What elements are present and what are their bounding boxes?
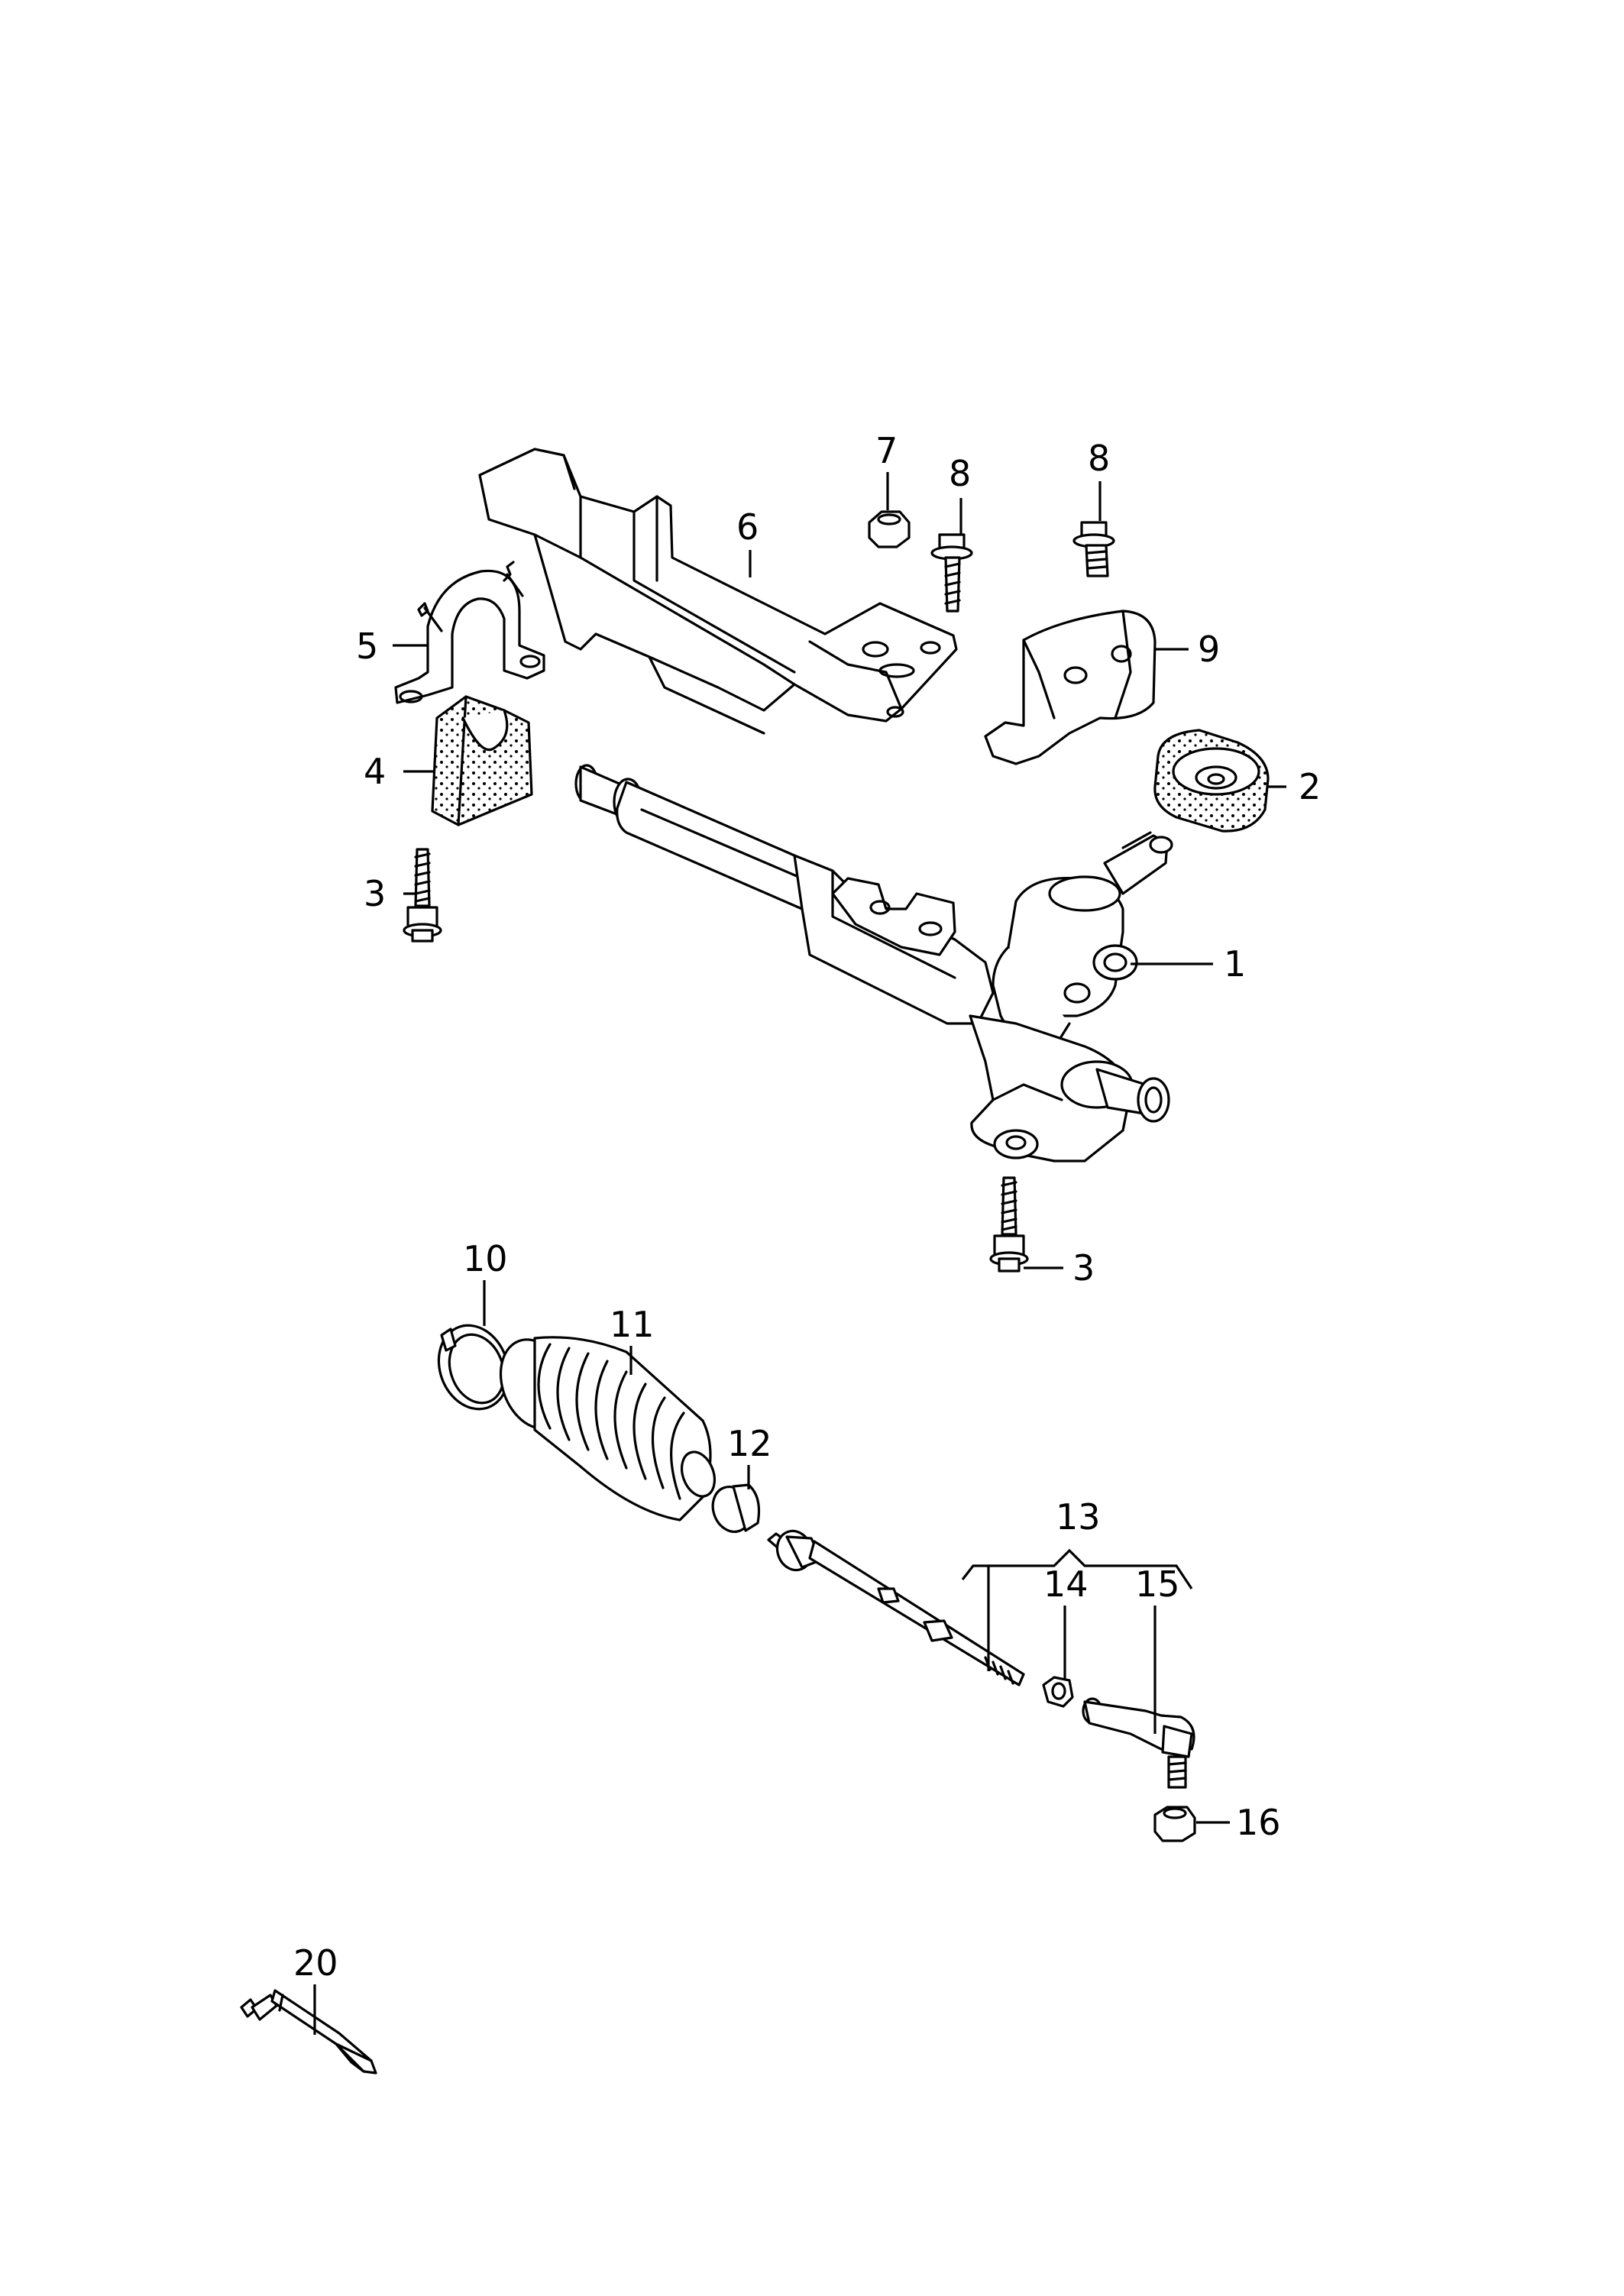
part-7-nut — [868, 510, 911, 548]
part-3-bolt-lower — [989, 1176, 1029, 1273]
callout-8-right: 8 — [1088, 438, 1110, 479]
part-14-lock-nut — [1042, 1676, 1074, 1708]
part-11-boot — [499, 1336, 717, 1522]
callout-8-left: 8 — [949, 453, 971, 494]
callout-3-lower: 3 — [1072, 1247, 1095, 1289]
part-13-tie-rod — [767, 1529, 1025, 1686]
part-5-clamp — [394, 561, 545, 704]
callout-7: 7 — [875, 430, 898, 471]
callout-5: 5 — [356, 626, 378, 667]
callout-9: 9 — [1198, 629, 1220, 670]
callout-13: 13 — [1056, 1496, 1101, 1538]
leader-lines — [313, 472, 1286, 2035]
part-3-bolt-upper — [403, 848, 442, 943]
callout-16: 16 — [1236, 1802, 1281, 1843]
part-15-tie-rod-end — [1082, 1697, 1195, 1789]
callout-15: 15 — [1135, 1564, 1180, 1605]
leader-13-bracket — [961, 1548, 1193, 1589]
part-2-bushing — [1153, 729, 1270, 833]
callout-2: 2 — [1299, 766, 1321, 807]
callout-1: 1 — [1224, 943, 1246, 985]
callout-14: 14 — [1043, 1564, 1089, 1605]
callout-4: 4 — [364, 751, 386, 792]
part-1-steering-rack — [574, 764, 1173, 1163]
callout-12: 12 — [727, 1423, 772, 1464]
callout-3-upper: 3 — [364, 873, 386, 914]
part-20-grease-tube — [240, 1989, 377, 2074]
part-16-nut — [1153, 1806, 1196, 1842]
callout-6: 6 — [736, 506, 759, 548]
part-8-bolt-left — [930, 533, 973, 613]
callout-labels: 1 2 3 3 4 5 6 7 8 8 9 10 11 12 13 14 15 … — [293, 430, 1321, 1984]
part-4-rubber-mount — [431, 695, 533, 826]
callout-20: 20 — [293, 1942, 338, 1984]
callout-10: 10 — [463, 1238, 508, 1279]
callout-11: 11 — [610, 1304, 655, 1345]
part-6-crossmember — [478, 448, 958, 735]
part-9-heat-shield — [984, 610, 1157, 765]
part-12-collar — [711, 1483, 761, 1533]
part-8-bolt-right — [1072, 521, 1115, 577]
